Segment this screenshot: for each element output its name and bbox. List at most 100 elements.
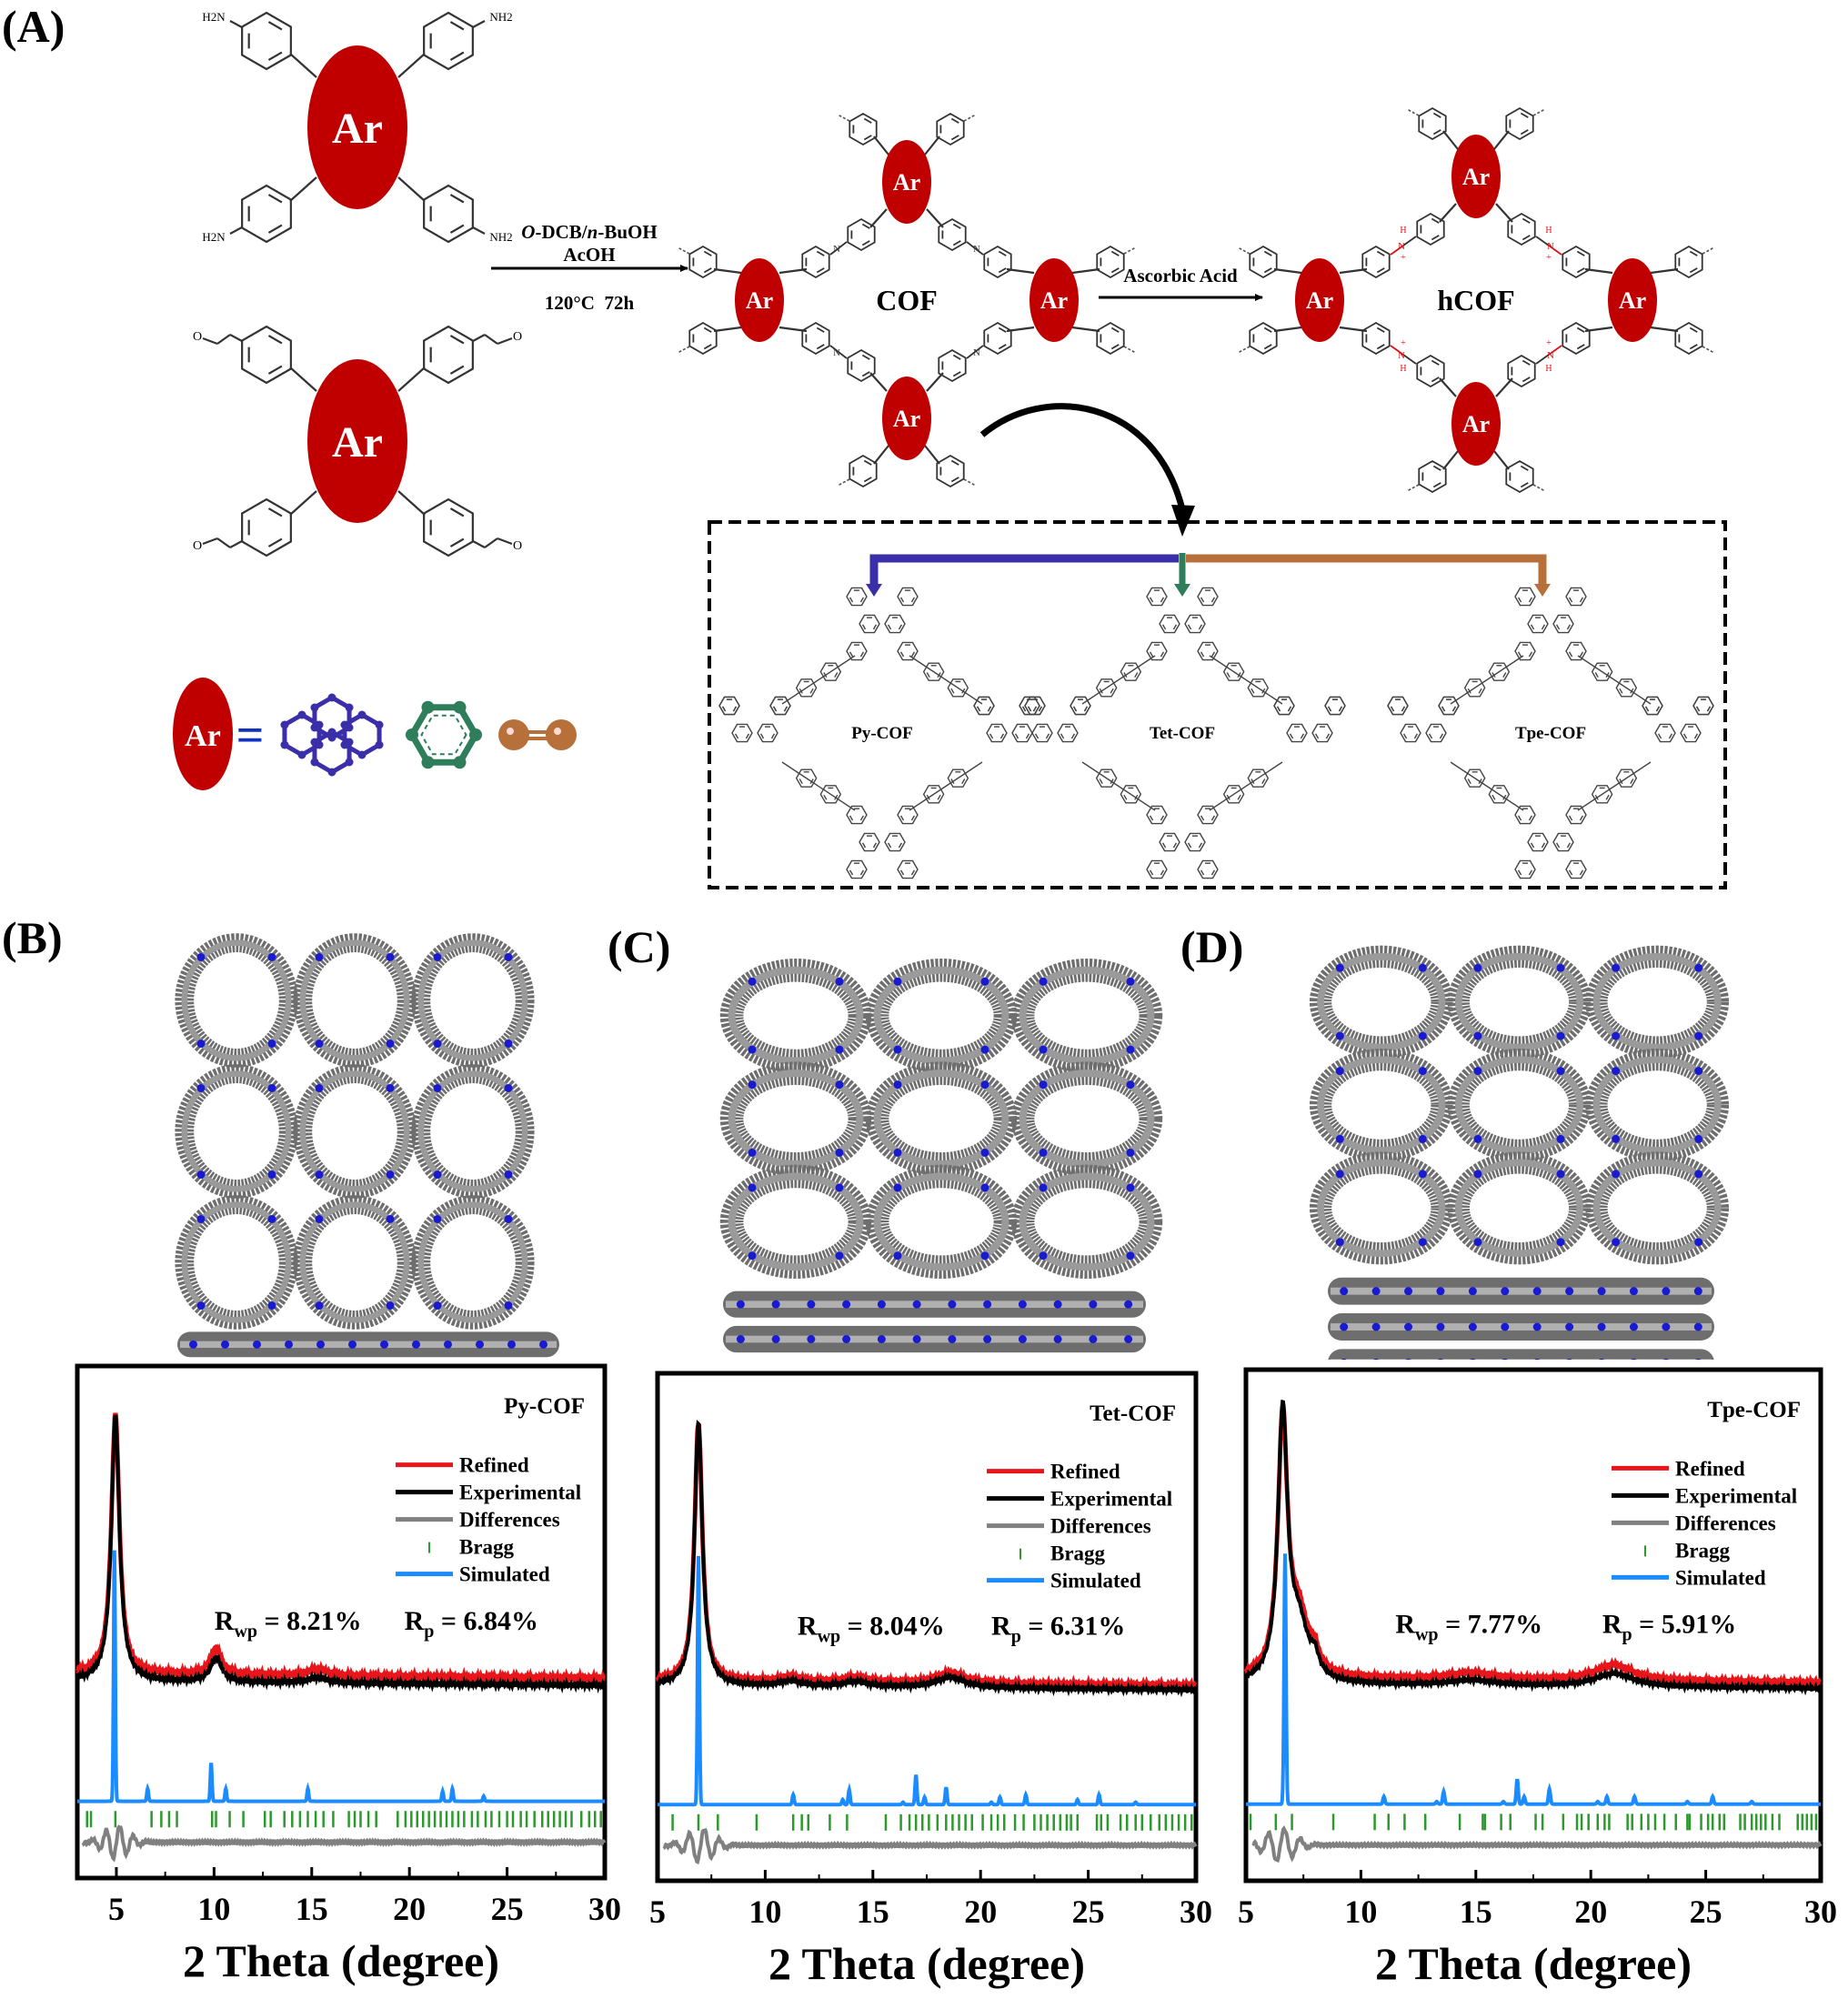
nitrogen-atom [1089,1335,1098,1343]
nitrogen-atom [386,1040,395,1049]
differences-line [1251,1825,1823,1863]
benzene-ring [731,723,753,743]
nitrogen-atom [1473,1031,1482,1040]
rp-value: Rp = 6.84% [405,1606,538,1642]
nitrogen-atom [1473,963,1482,972]
benzene-ring [1416,354,1445,388]
nitrogen-atom [1404,1322,1413,1331]
benzene-ring [849,112,878,146]
imine-nitrogen: N [833,244,840,255]
amine-group: NH2 [489,230,512,244]
x-tick-label: 15 [857,1894,889,1930]
panel-label-c: (C) [608,921,671,972]
ar-label: Ar [1619,287,1646,314]
curved-arrow-icon [979,403,1186,510]
plot-frame [75,1363,608,1881]
x-tick-label: 5 [649,1894,666,1930]
solvent-text: O-DCB/n-BuOH [521,221,657,243]
nitrogen-atom [1694,1031,1703,1040]
rp-value: Rp = 5.91% [1602,1609,1736,1644]
benzene-ring [1197,805,1219,825]
nitrogen-atom [1039,977,1048,986]
structure-label: Py-COF [851,724,913,743]
nitrogen-atom [1566,1358,1572,1360]
legend-label: Bragg [1675,1539,1731,1562]
benzene-ring [423,497,474,558]
benzene-ring [1197,641,1219,661]
benzene-ring [1070,696,1091,716]
x-tick-label: 10 [197,1891,230,1927]
benzene-ring [769,696,791,716]
nitrogen-atom [1556,1134,1565,1143]
nitrogen-atom [1473,1170,1482,1179]
x-tick-label: 30 [1804,1894,1837,1930]
nitrogen-atom [1470,1358,1476,1360]
hydrogen-label: H [1400,226,1406,236]
nitrogen-atom [835,1148,844,1157]
nitrogen-atom [736,1335,745,1343]
chart-title: Tet-COF [1090,1401,1176,1426]
nitrogen-atom [1436,1287,1445,1296]
benzene-ring [1324,696,1346,716]
nitrogen-atom [1597,1287,1606,1296]
nitrogen-atom [285,1340,293,1349]
benzene-ring [947,768,969,788]
cof-label: COF [876,284,938,316]
nitrogen-atom [1612,1170,1621,1179]
x-tick-label: 5 [108,1891,125,1927]
py-cof-stacking-side-view [177,1331,559,1358]
hcof-label: hCOF [1437,284,1514,316]
nitrogen-atom [748,1251,757,1261]
aldehyde-oxygen: O [193,330,202,344]
reaction-arrow-2: Ascorbic Acid [1099,265,1263,301]
benzene-ring [983,245,1012,279]
nitrogen-atom [1556,1031,1565,1040]
benzene-ring [936,112,965,146]
benzene-ring [846,805,868,825]
nitrogen-atom [1631,1358,1637,1360]
nitrogen-atom [1404,1287,1413,1296]
nitrogen-atom [893,1148,902,1157]
x-tick-label: 20 [1574,1894,1607,1930]
nitrogen-atom [1335,963,1344,972]
nitrogen-atom [196,1214,206,1223]
nitrogen-atom [1418,1031,1427,1040]
benzene-ring [1095,768,1118,788]
benzene-ring [1674,245,1703,279]
nitrogen-atom [1502,1358,1508,1360]
benzene-ring [1680,723,1702,743]
nitrogen-atom [1473,1238,1482,1247]
benzene-ring [1146,587,1168,607]
benzene-ring [241,184,292,244]
nitrogen-atom [507,1340,516,1349]
ar-core [307,359,407,523]
legend-label: Experimental [1675,1484,1797,1507]
nitrogen-atom [1612,1067,1621,1076]
nitrogen-atom [1053,1335,1062,1343]
nitrogen-atom [893,1251,902,1261]
benzene-ring [1247,678,1270,698]
positive-charge: + [1401,338,1406,348]
legend-label: Simulated [1675,1566,1766,1589]
benzene-ring [1387,696,1409,716]
benzene-ring [1249,245,1278,279]
nitrogen-atom [980,1148,989,1157]
nitrogen-atom [315,1170,324,1180]
cof-structure-tet-cof: Tet-COF [1019,587,1346,879]
legend-label: Experimental [1050,1488,1172,1511]
nitrogen-atom [1039,1148,1048,1157]
benzene-ring [1514,587,1536,607]
legend-label: Refined [459,1454,529,1477]
nitrogen-atom [504,1214,513,1223]
x-axis-label: 2 Theta (degree) [1375,1938,1692,1989]
simulated-line [1246,1553,1821,1806]
nitrogen-atom [1126,977,1135,986]
benzene-ring [884,614,906,634]
nitrogen-atom [1436,1322,1445,1331]
ar-core [1451,382,1501,466]
legend-label: Differences [1675,1512,1776,1534]
panel-label-d: (D) [1180,921,1244,972]
refinement-factors: Rwp = 8.04%Rp = 6.31% [798,1611,1126,1646]
benzene-ring [1197,859,1219,879]
